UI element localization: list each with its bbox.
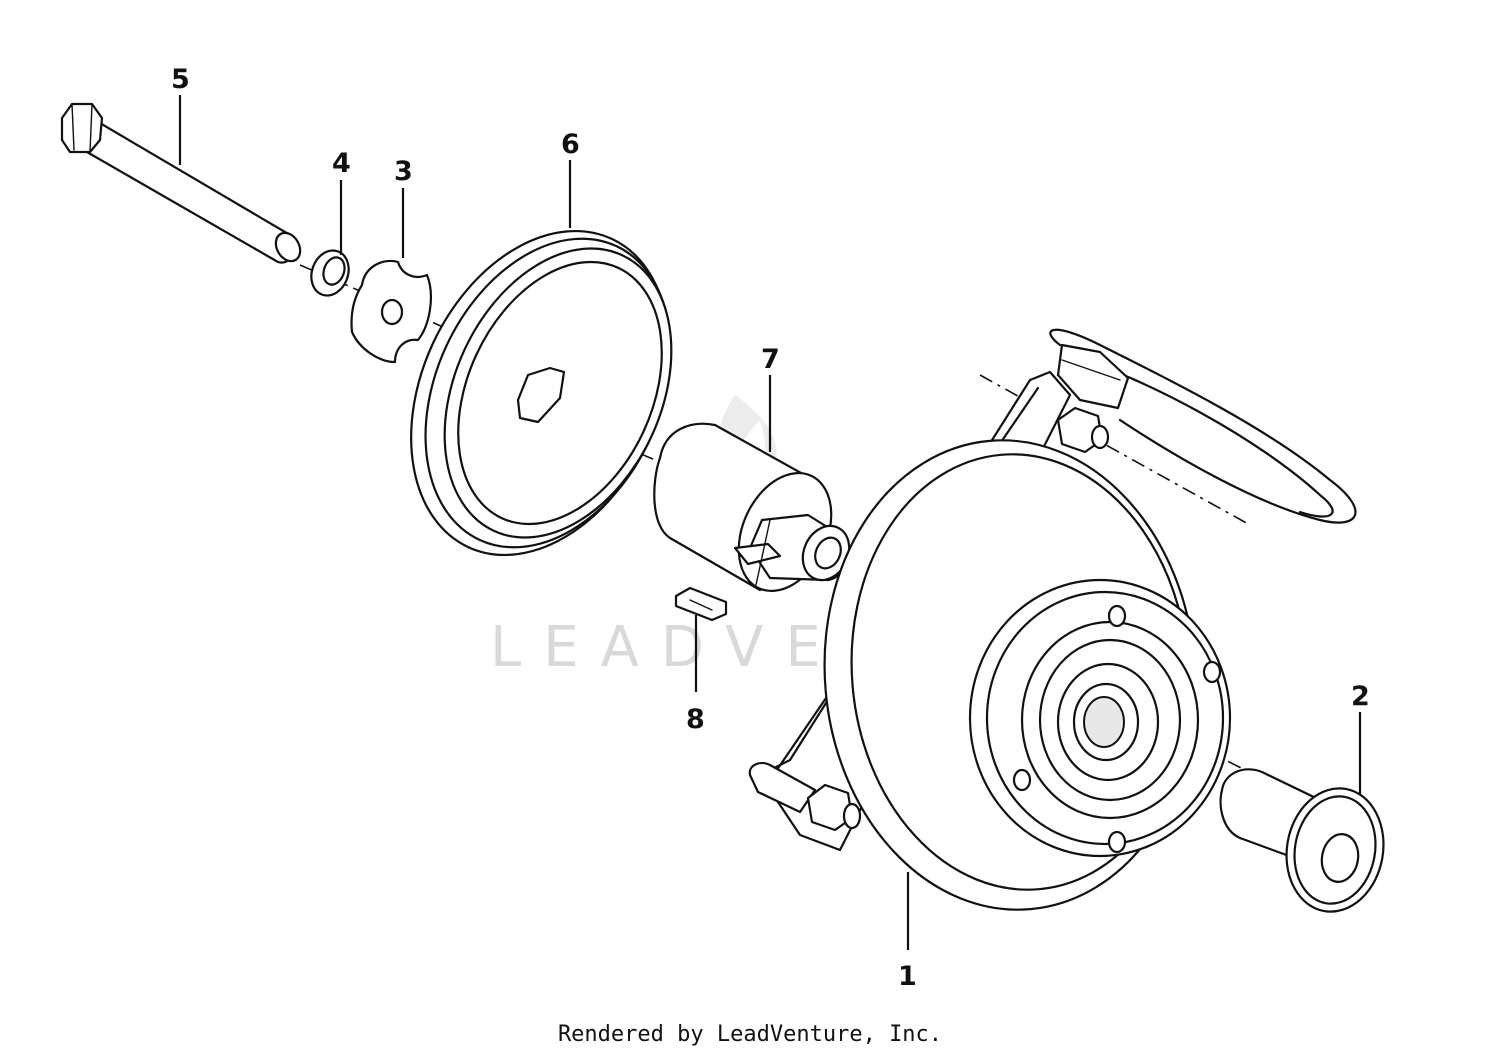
callout-4: 4 (332, 148, 351, 179)
callout-5: 5 (171, 64, 190, 95)
part-4-washer (310, 249, 350, 297)
part-5-bolt (60, 102, 302, 264)
callouts: 5 4 3 6 7 8 2 1 (171, 64, 1370, 992)
callout-8: 8 (686, 704, 705, 735)
part-3-plate (350, 259, 432, 364)
callout-1: 1 (898, 961, 917, 992)
callout-6: 6 (561, 129, 580, 160)
part-6-pulley (410, 229, 673, 557)
part-7-hub (653, 422, 851, 593)
callout-3: 3 (394, 156, 413, 187)
callout-7: 7 (761, 344, 780, 375)
part-2-bushing (1219, 768, 1385, 913)
part-1-clutch (748, 328, 1357, 911)
callout-2: 2 (1351, 681, 1370, 712)
part-8-key (674, 586, 728, 622)
footer-credit: Rendered by LeadVenture, Inc. (557, 1022, 943, 1047)
callout-leaders (178, 95, 1362, 950)
